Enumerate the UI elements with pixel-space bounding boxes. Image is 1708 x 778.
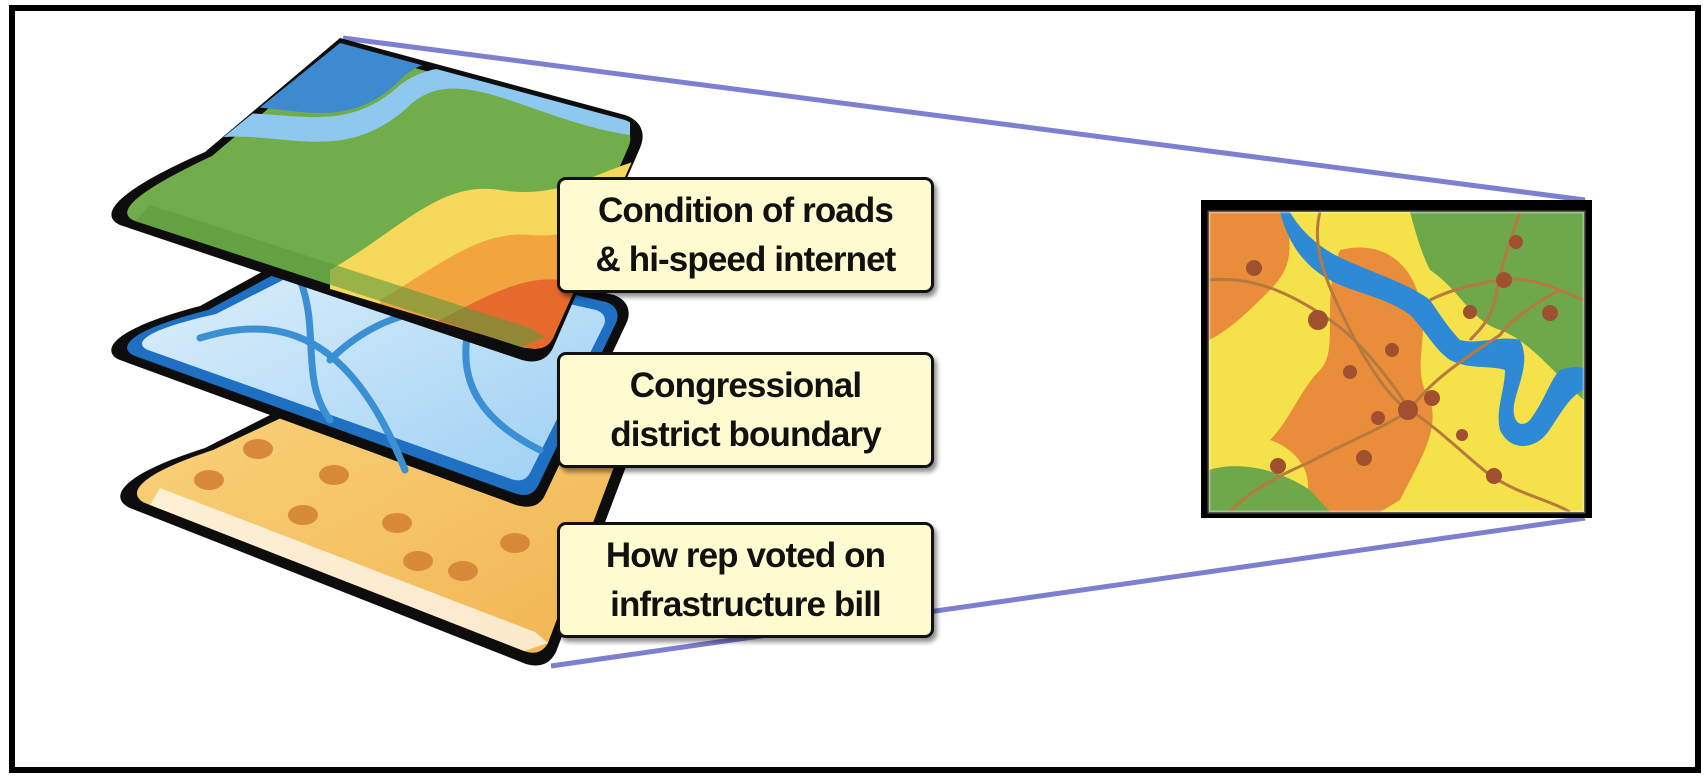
point-markers — [194, 439, 530, 581]
composite-map-icon — [1201, 200, 1592, 518]
stacked-map-layers-icon — [111, 38, 643, 666]
label-rep-vote: How rep voted on infrastructure bill — [557, 522, 934, 638]
composite-point-markers — [1246, 235, 1558, 484]
label-roads-internet: Condition of roads & hi-speed internet — [557, 177, 934, 293]
label-district-text: Congressional district boundary — [610, 366, 881, 454]
label-vote-text: How rep voted on infrastructure bill — [605, 536, 886, 624]
connector-line-top — [342, 35, 1586, 203]
label-district-boundary: Congressional district boundary — [557, 352, 934, 468]
connector-line-bottom — [550, 515, 1586, 669]
label-roads-text: Condition of roads & hi-speed internet — [595, 191, 897, 279]
